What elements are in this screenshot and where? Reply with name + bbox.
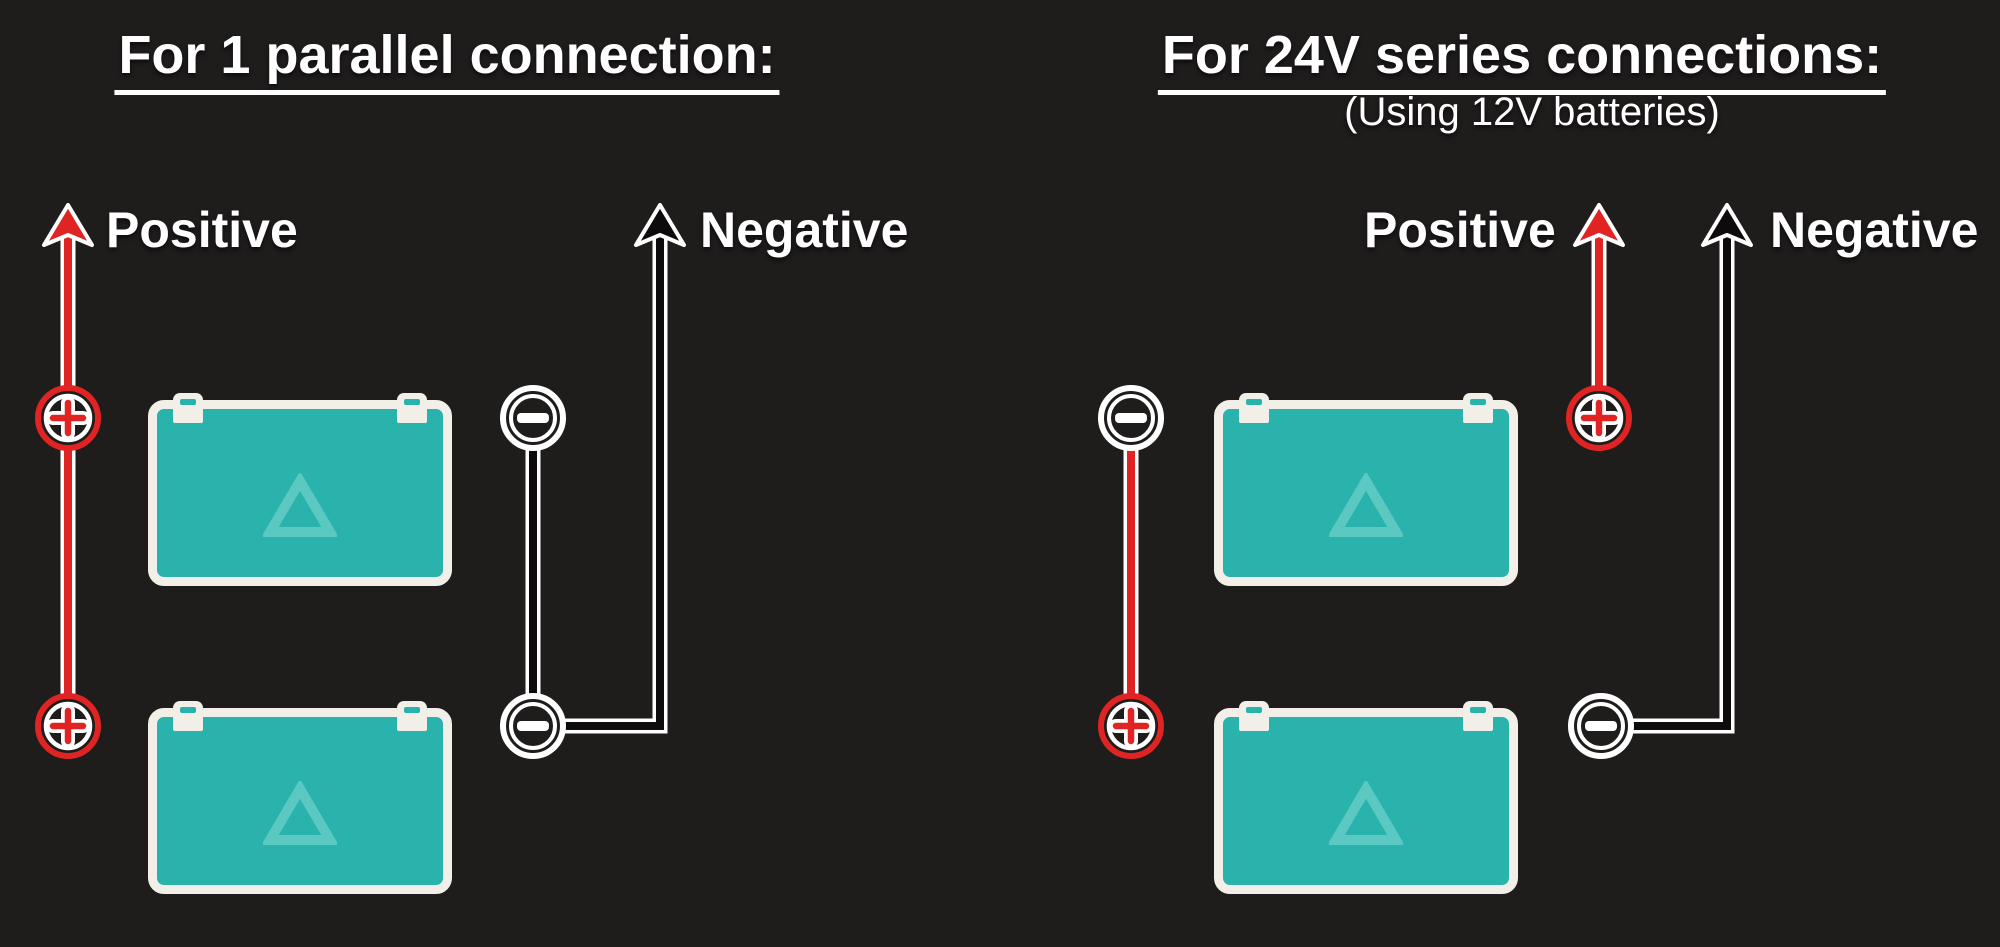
right-positive-label: Positive <box>1364 202 1556 258</box>
battery-terminal-mark <box>180 399 196 405</box>
battery-terminal-tab <box>1463 393 1493 423</box>
battery-terminal-mark <box>180 707 196 713</box>
battery-logo-triangle-icon <box>263 473 337 537</box>
battery-terminal-tab <box>397 393 427 423</box>
right-panel-subtitle: (Using 12V batteries) <box>1344 90 1720 134</box>
battery-terminal-tab <box>397 701 427 731</box>
battery-terminal-mark <box>1470 707 1486 713</box>
plus-terminal-icon <box>35 693 101 759</box>
right-positive-arrow-icon <box>1573 203 1625 247</box>
right-panel-title: For 24V series connections: <box>1157 28 1887 95</box>
minus-terminal-icon <box>500 385 566 451</box>
left-panel-title: For 1 parallel connection: <box>114 28 780 95</box>
battery-terminal-mark <box>404 707 420 713</box>
left-positive-arrow-icon <box>42 203 94 247</box>
battery-terminal-mark <box>1246 399 1262 405</box>
left-negative-label: Negative <box>700 202 909 258</box>
battery-right-top <box>1214 393 1518 586</box>
minus-terminal-icon <box>500 693 566 759</box>
battery-terminal-mark <box>404 399 420 405</box>
battery-terminal-tab <box>173 701 203 731</box>
right-negative-arrow-icon <box>1701 203 1753 247</box>
battery-right-bottom <box>1214 701 1518 894</box>
right-negative-label: Negative <box>1770 202 1979 258</box>
minus-terminal-icon <box>1568 693 1634 759</box>
plus-terminal-icon <box>1098 693 1164 759</box>
left-positive-label: Positive <box>106 202 298 258</box>
battery-terminal-tab <box>1463 701 1493 731</box>
plus-terminal-icon <box>1566 385 1632 451</box>
plus-terminal-icon <box>35 385 101 451</box>
battery-terminal-mark <box>1470 399 1486 405</box>
battery-terminal-tab <box>1239 701 1269 731</box>
battery-logo-triangle-icon <box>263 781 337 845</box>
battery-left-bottom <box>148 701 452 894</box>
battery-logo-triangle-icon <box>1329 473 1403 537</box>
battery-left-top <box>148 393 452 586</box>
left-negative-wire <box>533 236 668 734</box>
battery-logo-triangle-icon <box>1329 781 1403 845</box>
right-negative-wire <box>1601 236 1735 734</box>
battery-terminal-tab <box>1239 393 1269 423</box>
left-negative-arrow-icon <box>634 203 686 247</box>
battery-terminal-mark <box>1246 707 1262 713</box>
minus-terminal-icon <box>1098 385 1164 451</box>
battery-terminal-tab <box>173 393 203 423</box>
